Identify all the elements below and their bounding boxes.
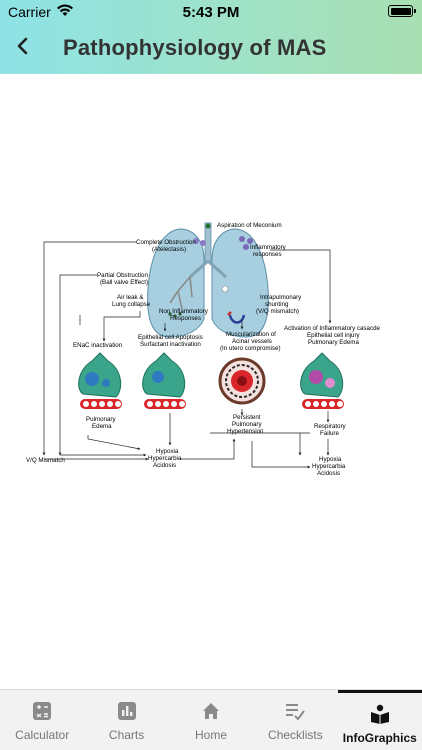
label-air-leak: Air leak &	[117, 294, 144, 301]
tab-label-home: Home	[194, 728, 227, 742]
label-vq-mismatch-paren: (V/Q mismatch)	[256, 308, 299, 315]
label-surfactant: Surfactant inactivation	[140, 341, 201, 348]
back-button[interactable]	[12, 34, 34, 58]
page-title: Pathophysiology of MAS	[63, 35, 327, 60]
lungs-illustration	[147, 222, 269, 338]
tab-calculator[interactable]: Calculator	[0, 690, 84, 750]
label-hypertension: Hypertension	[227, 428, 264, 435]
tab-label-checklists: Checklists	[268, 728, 323, 742]
label-hypoxia: Hypoxia	[156, 448, 179, 455]
home-icon	[202, 703, 219, 719]
tab-home[interactable]: Home	[169, 690, 253, 750]
label-pulmonary: Pulmonary	[86, 416, 116, 423]
label-shunting: shunting	[265, 301, 289, 308]
label-atelectasis: (Atelectasis)	[152, 246, 186, 253]
book-reader-icon	[370, 704, 389, 724]
alveolus-middle	[142, 352, 186, 409]
label-muscularization: Muscularization of	[226, 331, 276, 338]
tab-checklists[interactable]: Checklists	[253, 690, 337, 750]
label-complete-obstruction: Complete Obstruction	[136, 239, 196, 246]
label-acidosis-2: Acidosis	[317, 470, 340, 477]
acinar-vessel	[218, 357, 266, 405]
alveolus-right	[300, 352, 344, 409]
label-partial-obstruction: Partial Obstruction	[97, 272, 148, 279]
tab-infographics[interactable]: InfoGraphics	[337, 690, 422, 750]
label-in-utero: (In utero compromise)	[220, 345, 281, 352]
label-inflammatory: Inflammatory	[250, 244, 287, 251]
label-enac: ENaC inactivation	[73, 342, 123, 349]
carrier-label: Carrier	[8, 4, 51, 20]
label-intrapulmonary: Intrapulmonary	[260, 294, 302, 301]
label-non-inflammatory: Non Inflammatory	[159, 308, 209, 315]
label-persistent: Persistent	[233, 414, 261, 421]
infographic-view: Aspiration of Meconium Complete Obstruct…	[0, 74, 422, 689]
label-vq-mismatch: V/Q Mismatch	[26, 457, 65, 464]
tab-label-infographics: InfoGraphics	[342, 731, 417, 745]
tab-charts[interactable]: Charts	[84, 690, 168, 750]
mas-pathophysiology-diagram: Aspiration of Meconium Complete Obstruct…	[26, 222, 381, 477]
alveolus-left	[78, 352, 122, 409]
label-responses: responses	[253, 251, 282, 258]
checklist-icon	[286, 704, 306, 721]
label-hypercarbia-2: Hypercarbia	[312, 463, 346, 470]
label-failure: Failure	[320, 430, 339, 437]
tab-label-calculator: Calculator	[15, 728, 70, 742]
status-bar: Carrier 5:43 PM	[0, 0, 422, 24]
calculator-icon	[33, 702, 52, 720]
app-header: Carrier 5:43 PM Pathophysiology of MAS	[0, 0, 422, 74]
label-non-inflammatory-responses: Responses	[170, 315, 201, 322]
label-acidosis: Acidosis	[153, 462, 176, 469]
label-hypercarbia: Hypercarbia	[148, 455, 182, 462]
tab-label-charts: Charts	[108, 728, 145, 742]
bottom-tab-bar: Calculator Charts Home Checklists	[0, 689, 422, 750]
label-edema: Edema	[92, 423, 112, 430]
label-hypoxia-2: Hypoxia	[319, 456, 342, 463]
label-epithelial-injury: Epithelial cell injury	[307, 332, 361, 339]
bar-chart-icon	[117, 702, 136, 720]
label-activation: Activation of Inflammatory casacde	[284, 325, 381, 332]
label-acinar: Acinar vessels	[232, 338, 272, 345]
clock: 5:43 PM	[182, 4, 240, 21]
diagram-arrows	[42, 241, 332, 469]
label-lung-collapse: Lung collapse	[112, 301, 151, 308]
label-aspiration: Aspiration of Meconium	[217, 222, 282, 229]
label-pulmonary-2: Pulmonary	[232, 421, 262, 428]
label-pulmonary-edema-right: Pulmonary Edema	[308, 339, 359, 346]
battery-icon	[388, 5, 416, 17]
label-epithelial-apoptosis: Epithelial cell Apoptosis	[138, 334, 203, 341]
wifi-icon	[57, 4, 73, 16]
label-ball-valve: (Ball valve Effect)	[100, 279, 148, 286]
label-respiratory: Respiratory	[314, 423, 347, 430]
